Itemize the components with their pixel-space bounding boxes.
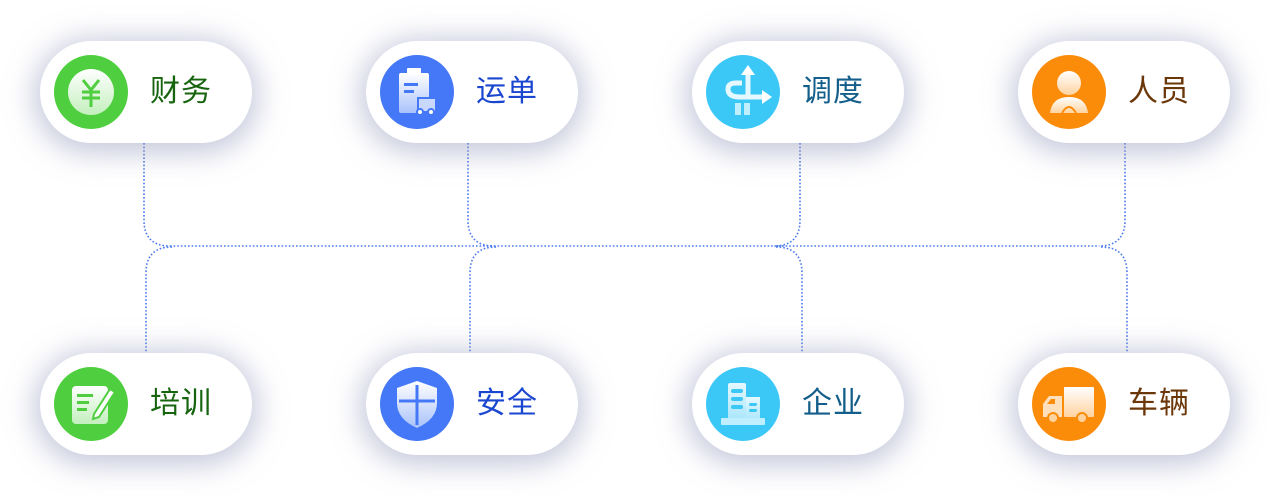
connector-waybill: [467, 143, 495, 247]
module-enterprise[interactable]: 企业: [692, 353, 904, 455]
connector-dispatch: [773, 143, 801, 247]
connector-vehicle: [1100, 246, 1128, 353]
module-label: 培训: [150, 386, 212, 421]
truck-icon: [1032, 367, 1106, 441]
edit-note-icon: [54, 367, 128, 441]
connector-personnel: [1098, 143, 1126, 247]
building-icon: [706, 367, 780, 441]
module-label: 财务: [150, 74, 212, 109]
module-label: 车辆: [1128, 386, 1190, 421]
yuan-coin-icon: [54, 55, 128, 129]
person-icon: [1032, 55, 1106, 129]
module-finance[interactable]: 财务: [40, 41, 252, 143]
shield-icon: [380, 367, 454, 441]
module-safety[interactable]: 安全: [366, 353, 578, 455]
connector-safety: [469, 246, 497, 353]
module-label: 企业: [802, 386, 864, 421]
module-label: 调度: [802, 74, 864, 109]
module-label: 安全: [476, 386, 538, 421]
connector-finance: [143, 143, 171, 247]
connector-training: [145, 246, 173, 353]
connector-enterprise: [775, 246, 803, 353]
module-label: 运单: [476, 74, 538, 109]
module-training[interactable]: 培训: [40, 353, 252, 455]
module-dispatch[interactable]: 调度: [692, 41, 904, 143]
module-waybill[interactable]: 运单: [366, 41, 578, 143]
clipboard-truck-icon: [380, 55, 454, 129]
route-arrow-icon: [706, 55, 780, 129]
module-personnel[interactable]: 人员: [1018, 41, 1230, 143]
module-vehicle[interactable]: 车辆: [1018, 353, 1230, 455]
module-label: 人员: [1128, 74, 1190, 109]
